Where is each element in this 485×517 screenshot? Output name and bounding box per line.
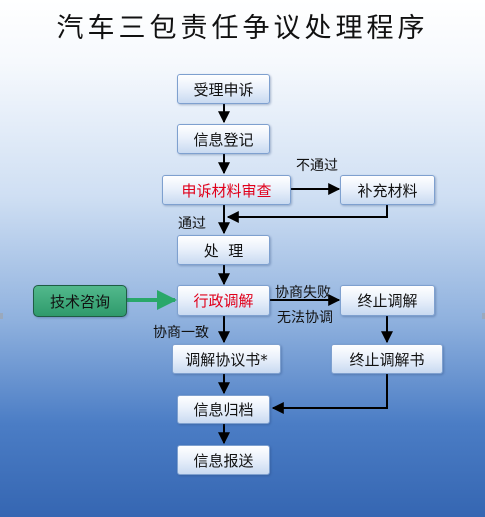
node-review[interactable]: 申诉材料审查 [162, 175, 291, 205]
label-not-pass: 不通过 [296, 158, 338, 174]
left-edge-marker [0, 313, 3, 319]
label-cannot-negotiate: 无法协调 [277, 310, 333, 326]
edge-doc-archive [271, 373, 388, 414]
edge-supplement-return [226, 205, 388, 223]
label-negotiation-failed: 协商失败 [275, 285, 331, 301]
node-termination-doc[interactable]: 终止调解书 [331, 344, 443, 374]
node-archive[interactable]: 信息归档 [177, 395, 270, 424]
node-complaint[interactable]: 受理申诉 [177, 74, 270, 104]
node-terminate[interactable]: 终止调解 [340, 285, 435, 316]
label-pass: 通过 [178, 216, 206, 232]
node-supplement[interactable]: 补充材料 [340, 175, 435, 205]
node-report[interactable]: 信息报送 [177, 445, 270, 475]
right-edge-marker [482, 313, 485, 319]
node-mediation[interactable]: 行政调解 [177, 285, 270, 316]
page-title: 汽车三包责任争议处理程序 [56, 13, 429, 44]
label-consensus: 协商一致 [153, 325, 209, 341]
node-agreement[interactable]: 调解协议书* [172, 344, 281, 374]
node-process[interactable]: 处 理 [177, 235, 270, 265]
node-tech-consult[interactable]: 技术咨询 [33, 285, 127, 317]
node-register[interactable]: 信息登记 [177, 124, 270, 154]
